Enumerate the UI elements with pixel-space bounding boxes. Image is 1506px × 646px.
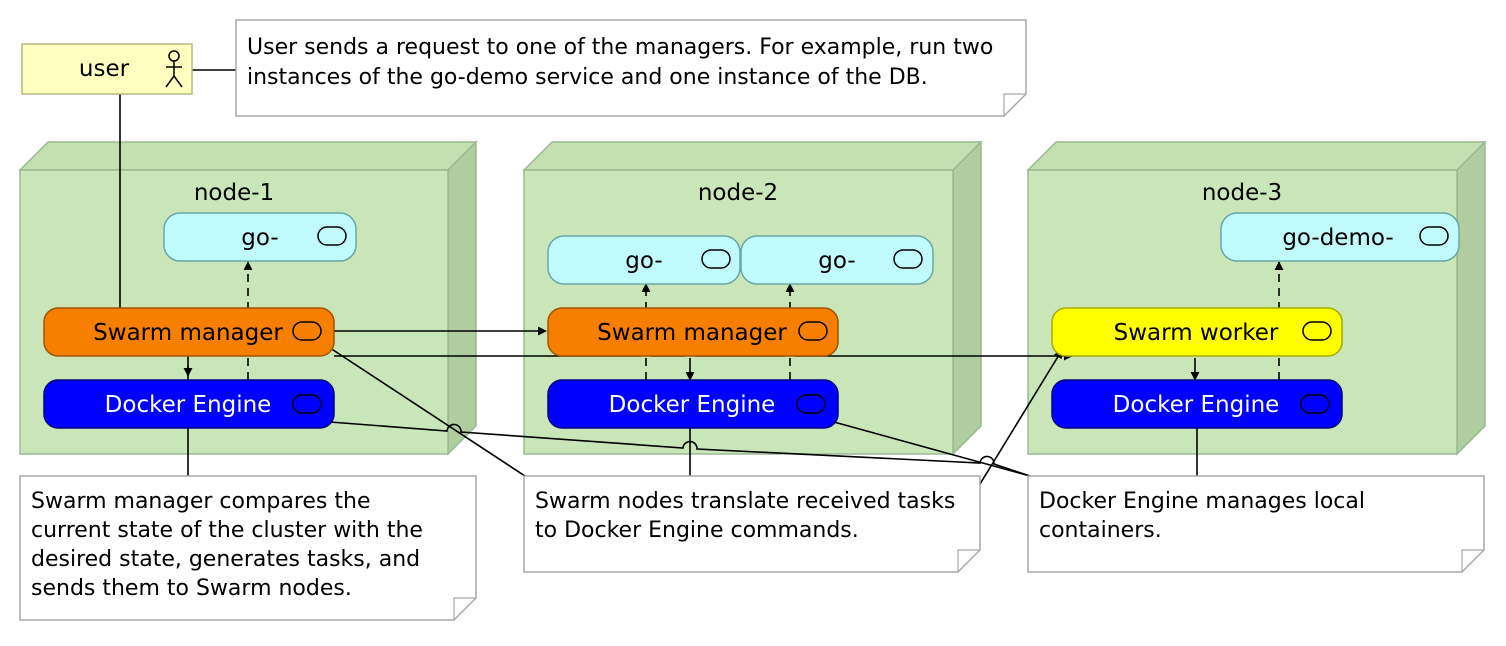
node-3-title: node-3	[1202, 180, 1282, 206]
service-node-3[interactable]: go-demo-	[1220, 212, 1460, 262]
note-manager-line-2: current state of the cluster with the	[31, 518, 423, 543]
note-translate: Swarm nodes translate received tasks to …	[523, 475, 981, 573]
service-icon	[701, 249, 731, 269]
note-manager-line-3: desired state, generates tasks, and	[31, 547, 420, 572]
note-request: User sends a request to one of the manag…	[235, 19, 1027, 117]
node-1-title: node-1	[194, 180, 274, 206]
role-icon	[292, 321, 322, 341]
note-engine-line-2: containers.	[1039, 518, 1162, 543]
service-node-2-a[interactable]: go-	[547, 235, 741, 285]
note-translate-line-1: Swarm nodes translate received tasks	[535, 489, 955, 514]
role-label: Swarm worker	[1114, 320, 1279, 346]
engine-icon	[1300, 394, 1330, 414]
note-manager: Swarm manager compares the current state…	[19, 475, 477, 621]
person-icon	[165, 50, 183, 88]
service-icon	[1419, 226, 1449, 246]
user-label: user	[79, 56, 130, 82]
node-2-title: node-2	[698, 180, 778, 206]
note-request-line-1: User sends a request to one of the manag…	[247, 35, 993, 60]
engine-label: Docker Engine	[609, 392, 776, 418]
note-translate-line-2: to Docker Engine commands.	[535, 518, 859, 543]
swarm-manager-node-2[interactable]: Swarm manager	[547, 307, 839, 357]
note-request-line-2: instances of the go-demo service and one…	[247, 65, 928, 90]
service-label: go-	[818, 248, 855, 274]
role-icon	[798, 321, 828, 341]
service-node-2-b[interactable]: go-	[740, 235, 934, 285]
service-label: go-	[241, 225, 278, 251]
docker-engine-node-3[interactable]: Docker Engine	[1051, 379, 1343, 429]
docker-engine-node-2[interactable]: Docker Engine	[547, 379, 839, 429]
service-label: go-	[625, 248, 662, 274]
note-engine: Docker Engine manages local containers.	[1027, 475, 1485, 573]
note-engine-line-1: Docker Engine manages local	[1039, 489, 1365, 514]
engine-icon	[796, 394, 826, 414]
service-node-1[interactable]: go-	[163, 212, 357, 262]
service-icon	[317, 226, 347, 246]
engine-icon	[292, 394, 322, 414]
role-label: Swarm manager	[93, 320, 283, 346]
engine-label: Docker Engine	[1113, 392, 1280, 418]
note-manager-line-1: Swarm manager compares the	[31, 489, 371, 514]
service-label: go-demo-	[1282, 225, 1393, 251]
engine-label: Docker Engine	[105, 392, 272, 418]
swarm-worker-node-3[interactable]: Swarm worker	[1051, 307, 1343, 357]
note-manager-line-4: sends them to Swarm nodes.	[31, 576, 352, 601]
role-label: Swarm manager	[597, 320, 787, 346]
swarm-manager-node-1[interactable]: Swarm manager	[43, 307, 335, 357]
user-actor[interactable]: user	[21, 43, 193, 95]
role-icon	[1302, 321, 1332, 341]
service-icon	[893, 249, 923, 269]
docker-engine-node-1[interactable]: Docker Engine	[43, 379, 335, 429]
